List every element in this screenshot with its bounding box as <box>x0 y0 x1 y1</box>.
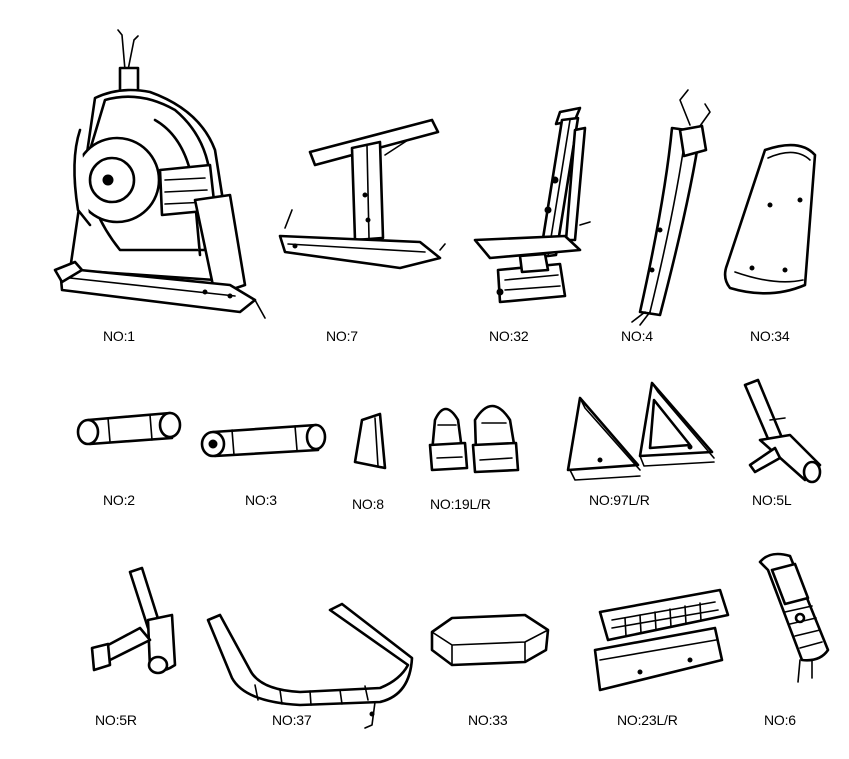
part-8-label: NO:8 <box>352 496 384 512</box>
part-4-label: NO:4 <box>621 328 653 344</box>
part-5r-label: NO:5R <box>95 712 137 728</box>
part-32-label: NO:32 <box>489 328 529 344</box>
part-33-label: NO:33 <box>468 712 508 728</box>
part-23-label: NO:23L/R <box>617 712 678 728</box>
part-19-label: NO:19L/R <box>430 496 491 512</box>
part-1-label: NO:1 <box>103 328 135 344</box>
part-97-label: NO:97L/R <box>589 492 650 508</box>
part-37-label: NO:37 <box>272 712 312 728</box>
part-7-label: NO:7 <box>326 328 358 344</box>
part-5l-label: NO:5L <box>752 492 792 508</box>
part-34-label: NO:34 <box>750 328 790 344</box>
part-2-label: NO:2 <box>103 492 135 508</box>
part-3-label: NO:3 <box>245 492 277 508</box>
part-6-label: NO:6 <box>764 712 796 728</box>
